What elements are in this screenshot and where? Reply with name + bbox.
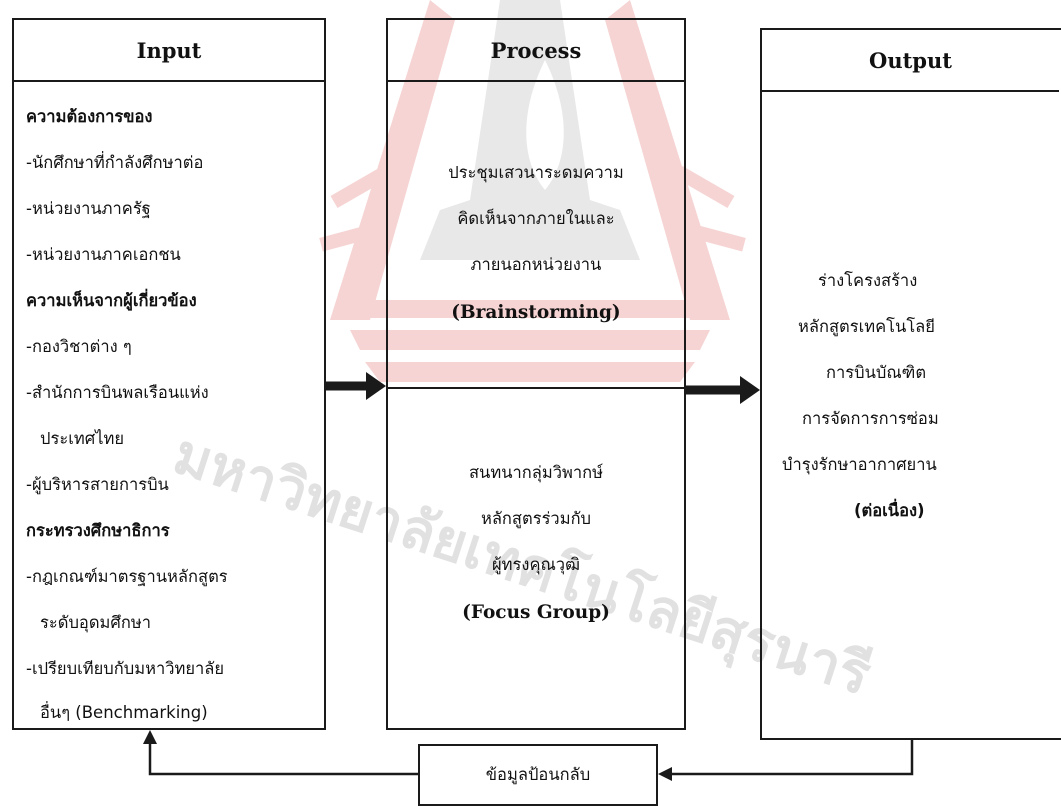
input-line: กระทรวงศึกษาธิการ	[26, 521, 170, 540]
output-to-feedback-arrowhead	[658, 767, 672, 781]
input-line: ประเทศไทย	[40, 429, 125, 448]
input-line: -เปรียบเทียบกับมหาวิทยาลัย	[26, 659, 225, 678]
output-line: หลักสูตรเทคโนโลยี	[798, 317, 935, 336]
process-bottom-line: หลักสูตรร่วมกับ	[480, 509, 592, 528]
process-divider	[388, 387, 684, 389]
process-top-line: ภายนอกหน่วยงาน	[470, 255, 602, 274]
feedback-label: ข้อมูลป้อนกลับ	[485, 765, 591, 784]
input-line: -ผู้บริหารสายการบิน	[26, 475, 169, 494]
output-line: บำรุงรักษาอากาศยาน	[782, 455, 937, 474]
input-line: อื่นๆ (Benchmarking)	[40, 703, 208, 722]
output-header: Output	[762, 30, 1059, 92]
input-line: ความเห็นจากผู้เกี่ยวข้อง	[26, 291, 197, 310]
input-box: Input ความต้องการของ -นักศึกษาที่กำลังศึ…	[12, 18, 326, 730]
input-line: -หน่วยงานภาคเอกชน	[26, 245, 181, 264]
output-box: Output ร่างโครงสร้าง หลักสูตรเทคโนโลยี ก…	[760, 28, 1061, 740]
process-to-output-arrowhead	[740, 376, 760, 404]
input-line: ความต้องการของ	[26, 107, 153, 126]
input-line: -กฎเกณฑ์มาตรฐานหลักสูตร	[26, 567, 228, 586]
process-header: Process	[388, 20, 684, 82]
output-line: ร่างโครงสร้าง	[818, 271, 918, 290]
input-header: Input	[14, 20, 324, 82]
process-top-line: (Brainstorming)	[451, 302, 621, 323]
input-line: ระดับอุดมศึกษา	[40, 613, 152, 632]
output-line: การจัดการการซ่อม	[802, 409, 939, 428]
output-to-feedback-line	[672, 740, 914, 776]
input-line: -กองวิชาต่าง ๆ	[26, 337, 132, 356]
output-title: Output	[869, 47, 952, 73]
process-bottom-line: (Focus Group)	[462, 602, 610, 623]
feedback-to-input-arrowhead	[143, 730, 157, 744]
output-line: (ต่อเนื่อง)	[854, 501, 925, 520]
input-title: Input	[136, 37, 202, 63]
output-line: การบินบัณฑิต	[826, 363, 927, 382]
feedback-to-input-line	[148, 744, 418, 776]
process-top-line: ประชุมเสวนาระดมความ	[448, 163, 624, 182]
input-line: -นักศึกษาที่กำลังศึกษาต่อ	[26, 153, 204, 172]
input-line: -สำนักการบินพลเรือนแห่ง	[26, 383, 209, 402]
process-bottom-line: ผู้ทรงคุณวุฒิ	[492, 555, 580, 574]
process-title: Process	[490, 37, 582, 63]
process-box: Process ประชุมเสวนาระดมความ คิดเห็นจากภา…	[386, 18, 686, 730]
input-line: -หน่วยงานภาครัฐ	[26, 199, 151, 218]
process-bottom-line: สนทนากลุ่มวิพากษ์	[468, 463, 604, 482]
input-to-process-arrowhead	[366, 372, 386, 400]
process-top-line: คิดเห็นจากภายในและ	[457, 209, 615, 228]
